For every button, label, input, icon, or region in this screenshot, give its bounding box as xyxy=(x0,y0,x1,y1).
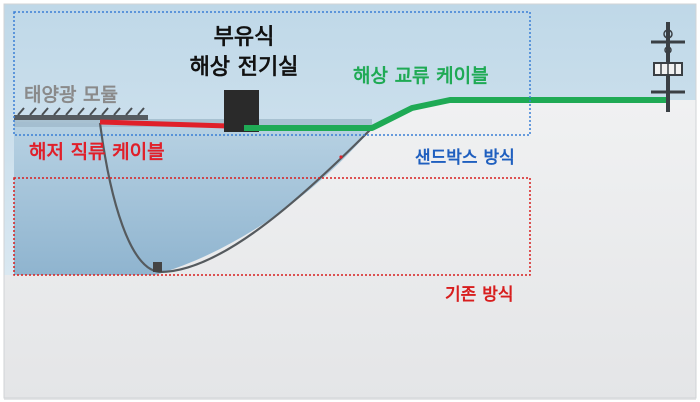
floating-room-label-line1: 부유식 xyxy=(214,25,275,50)
sea-body xyxy=(14,122,372,275)
dc-cable-label: 해저 직류 케이블 xyxy=(29,141,165,163)
sandbox-method-box xyxy=(13,11,531,136)
transmission-tower-icon xyxy=(651,22,685,112)
image-frame xyxy=(3,3,697,399)
existing-method-box xyxy=(13,177,531,276)
dc-cable-line xyxy=(99,119,229,129)
solar-module-label: 태양광 모듈 xyxy=(24,84,118,106)
floating-room-label-line2: 해상 전기실 xyxy=(190,55,299,80)
ac-cable-line xyxy=(244,97,670,131)
existing-method-label: 기존 방식 xyxy=(445,285,513,305)
solar-module-array xyxy=(14,107,148,120)
seabed-junction xyxy=(153,262,162,272)
dc-cable-mark xyxy=(339,155,343,159)
seabed-cable xyxy=(98,122,373,274)
ac-cable-label: 해상 교류 케이블 xyxy=(353,65,489,87)
land-mass xyxy=(4,100,696,400)
sandbox-method-label: 샌드박스 방식 xyxy=(415,148,515,168)
